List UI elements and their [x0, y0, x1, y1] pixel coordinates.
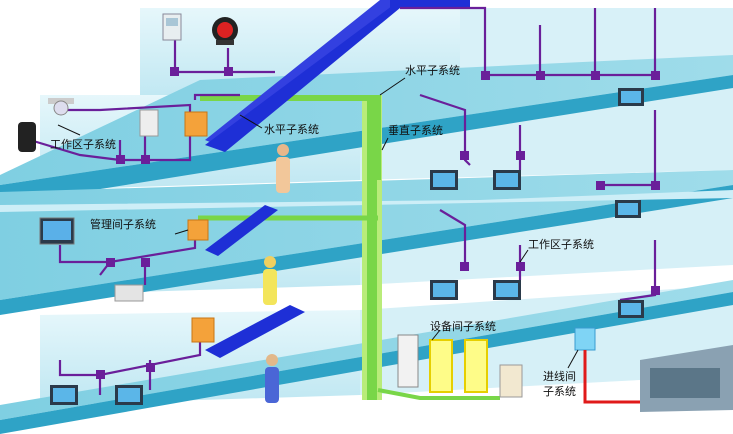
phone-icon	[114, 284, 144, 302]
label-horizontal-top: 水平子系统	[405, 64, 460, 77]
card-reader-icon	[162, 13, 182, 41]
camera-icon	[48, 98, 74, 116]
person-icon	[265, 354, 279, 403]
person-icon	[263, 256, 277, 305]
server-icon	[397, 334, 523, 398]
entrance-box-icon	[574, 327, 650, 404]
label-equipment-room: 设备间子系统	[430, 319, 496, 333]
outlets	[96, 67, 660, 379]
label-work-area-right: 工作区子系统	[528, 238, 594, 251]
person-icon	[276, 144, 290, 193]
label-work-area-left: 工作区子系统	[50, 138, 116, 151]
label-admin-room: 管理间子系统	[90, 217, 156, 231]
patch-panels	[184, 111, 215, 343]
speaker-icon	[18, 122, 36, 152]
card-reader-icon	[139, 109, 159, 137]
label-entrance-line1: 进线间	[543, 369, 576, 383]
monitor-icon	[39, 217, 75, 245]
leader-lines	[57, 77, 579, 369]
computers	[50, 88, 644, 405]
building-icon	[640, 345, 733, 412]
label-horizontal-mid: 水平子系统	[264, 123, 319, 136]
alarm-icon	[212, 17, 238, 45]
label-entrance-line2: 子系统	[543, 385, 576, 398]
horizontal-trays	[205, 0, 470, 358]
label-vertical: 垂直子系统	[388, 123, 443, 137]
